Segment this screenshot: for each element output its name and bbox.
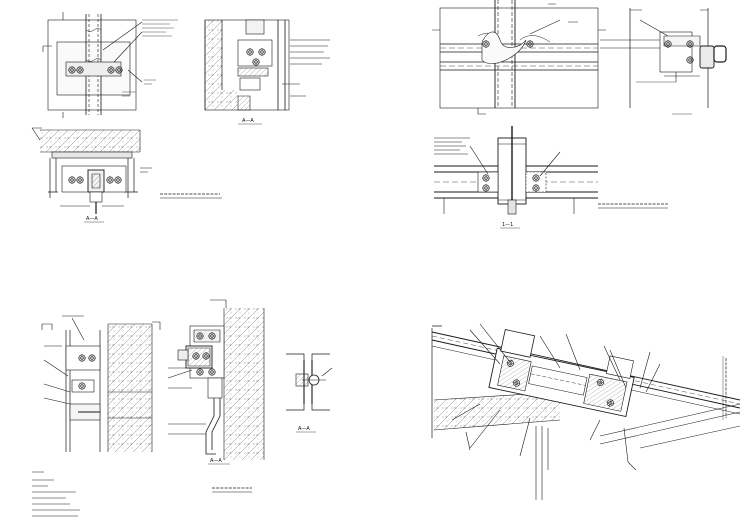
view-a-plan [42, 12, 143, 118]
view-h-section [167, 299, 265, 465]
view-d-section-mark: A—A [86, 216, 98, 222]
general-notes-lines [32, 471, 80, 517]
view-b-section [204, 19, 330, 111]
view-f-section [434, 126, 668, 229]
view-e-detail [600, 8, 727, 115]
view-j-assembly [431, 323, 741, 500]
view-g-section-mark: 1—1 [502, 222, 514, 228]
view-h-section-mark: A—A [210, 458, 222, 464]
view-c-section [31, 127, 152, 214]
view-b-section-mark: A—A [242, 118, 254, 124]
view-d-elevation [432, 0, 606, 115]
view-a-notes [122, 19, 178, 97]
view-j-section-mark: A—A [298, 426, 310, 432]
view-i-detail [286, 353, 333, 433]
view-g-elevation [41, 315, 161, 452]
